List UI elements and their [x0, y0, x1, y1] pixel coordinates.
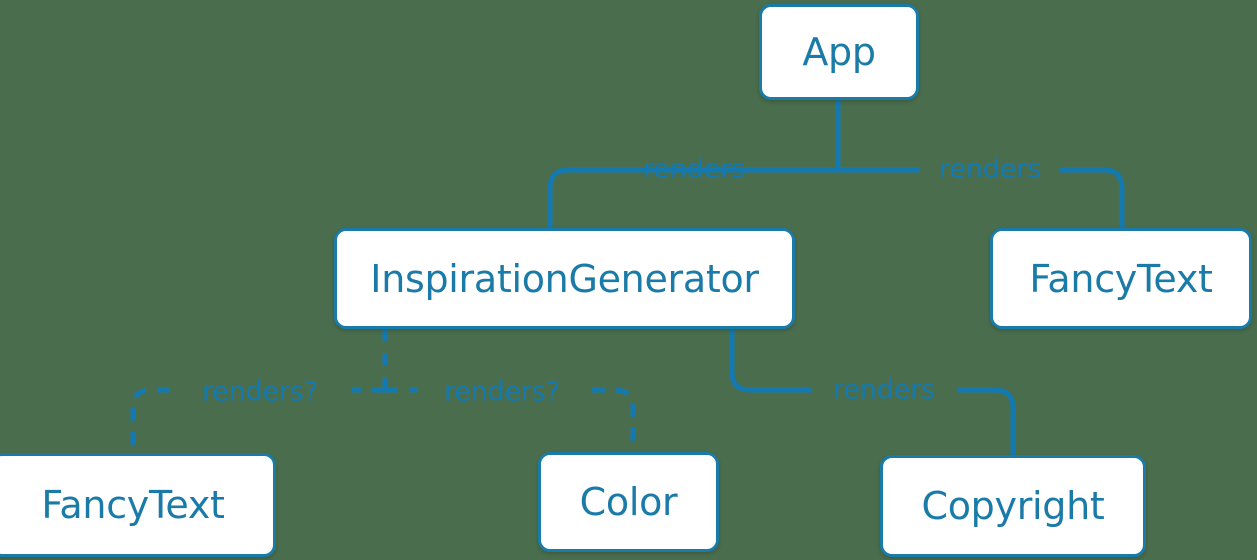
- edge-app-to-inspirationgenerator: [547, 167, 838, 228]
- edge-inspirationgenerator-to-fancytext: [130, 387, 385, 455]
- node-app[interactable]: App: [759, 4, 919, 100]
- edge-label-app-fancytext: renders: [939, 153, 1041, 185]
- edge-label-app-inspirationgenerator: renders: [643, 153, 745, 185]
- node-copyright-label: Copyright: [921, 484, 1105, 528]
- node-fancytext-bottom-label: FancyText: [41, 483, 225, 527]
- node-fancytext-right-label: FancyText: [1029, 256, 1213, 301]
- node-inspirationgenerator[interactable]: InspirationGenerator: [334, 228, 795, 329]
- node-fancytext-bottom[interactable]: FancyText: [0, 453, 276, 557]
- node-copyright[interactable]: Copyright: [880, 455, 1146, 557]
- edge-app-to-fancytext: [838, 167, 1125, 228]
- edge-inspirationgenerator-to-color: [385, 387, 636, 452]
- edge-label-inspirationgenerator-color: renders?: [444, 376, 560, 408]
- edge-label-inspirationgenerator-fancytext: renders?: [202, 376, 318, 408]
- node-color-label: Color: [579, 480, 678, 524]
- node-app-label: App: [802, 30, 876, 74]
- node-fancytext-right[interactable]: FancyText: [990, 228, 1252, 329]
- node-inspirationgenerator-label: InspirationGenerator: [370, 256, 759, 301]
- edge-label-inspirationgenerator-copyright: renders: [833, 374, 935, 406]
- node-color[interactable]: Color: [538, 452, 719, 552]
- edge-inspirationgenerator-to-copyright: [729, 329, 1016, 455]
